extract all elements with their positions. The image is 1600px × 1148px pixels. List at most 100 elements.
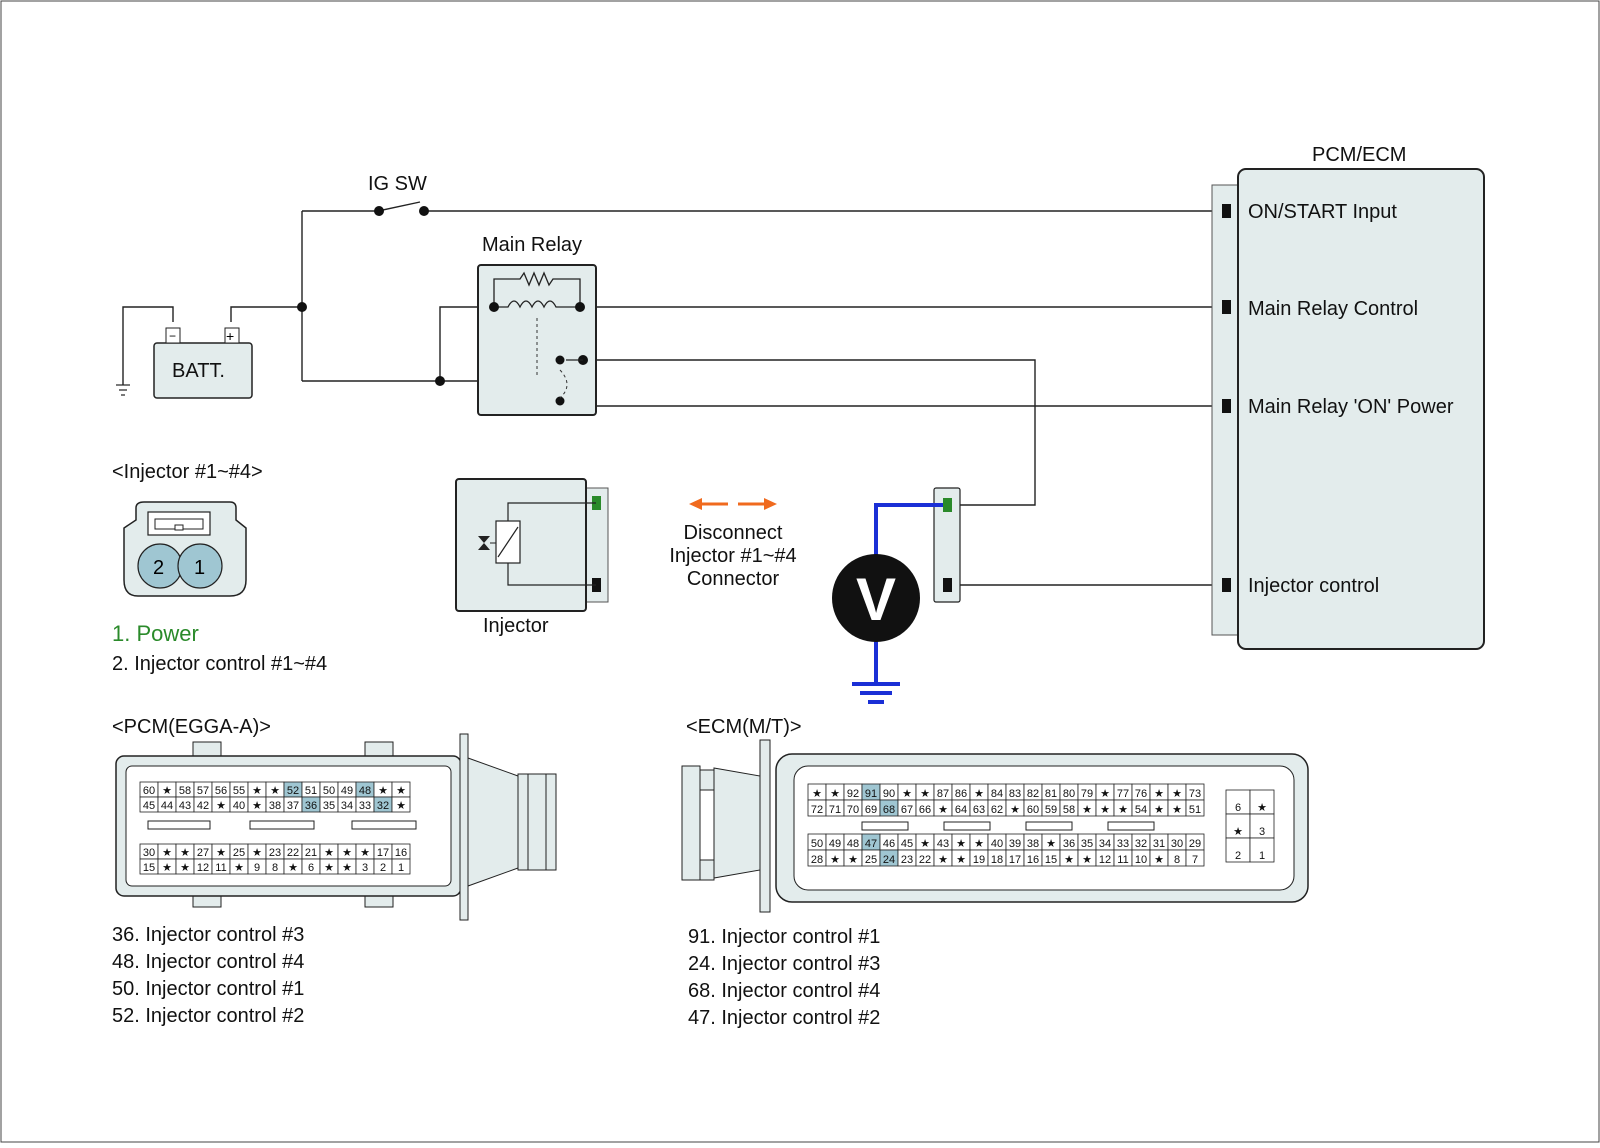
ecm-pin-number: 32 [1135,838,1147,850]
ecm-pin-number: 92 [847,788,859,800]
ecm-pin-number: 25 [865,854,877,866]
ecm-pin-number: ★ [974,838,984,850]
pcm-pin-number: 15 [143,862,155,874]
ecm-pin-number: 40 [991,838,1003,850]
ecm-pin-cell [1185,799,1205,817]
ecm-pin-number: 51 [1189,804,1201,816]
ecm-side-pin-number: ★ [1233,826,1243,838]
ecm-pin-number: 34 [1099,838,1111,850]
ecm-pin-number: 23 [901,854,913,866]
ecm-pin-cell [1185,849,1205,867]
pcm-pin-number: 35 [323,800,335,812]
ecm-pin-number: 62 [991,804,1003,816]
ecm-pin-number: 73 [1189,788,1201,800]
ecm-pin-number: 68 [883,804,895,816]
pcm-pin-number: 52 [287,785,299,797]
pcm-pin-number: 6 [308,862,314,874]
ecm-side-pin-number: 3 [1259,826,1265,838]
ecm-pin-number: 76 [1135,788,1147,800]
ecm-pin-number: ★ [902,788,912,800]
battery-plus-icon: + [226,328,234,344]
pcm-pin-number: ★ [270,785,280,797]
pcm-pin-number: 36 [305,800,317,812]
pcm-pin-number: ★ [324,862,334,874]
pcm-pin-number: ★ [234,862,244,874]
harness-power-pin [943,498,952,512]
pcm-pin-number: ★ [216,800,226,812]
ecm-pin-number: ★ [830,854,840,866]
ecm-pin-number: ★ [1010,804,1020,816]
disconnect-note-line-3: Connector [687,568,780,590]
injector-control-pin [592,578,601,592]
battery-minus-icon: − [169,329,176,343]
ecm-legend-item: 24. Injector control #3 [688,953,880,975]
injector-pin-2-desc: 2. Injector control #1~#4 [112,653,327,675]
ecm-pin-number: 17 [1009,854,1021,866]
ecm-pin-number: 38 [1027,838,1039,850]
pcm-pin-number: 16 [395,847,407,859]
pcm-pin-number: 60 [143,785,155,797]
ecm-pin-number: 10 [1135,854,1147,866]
ecm-pin-number: 18 [991,854,1003,866]
ecm-pin-number: 11 [1117,854,1128,866]
ecm-pin-number: 67 [901,804,913,816]
pcm-pin-number: ★ [378,785,388,797]
relay-contact [555,396,565,406]
pcm-pin-number: 56 [215,785,227,797]
ecm-pin-number: 63 [973,804,985,816]
pcm-pin-number: ★ [180,847,190,859]
pcm-pin-terminal [1222,204,1231,218]
ecm-pin-number: 29 [1189,838,1201,850]
pcm-pin-number: ★ [288,862,298,874]
pcm-ecm-label: PCM/ECM [1312,144,1406,166]
pcm-connector-title: <PCM(EGGA-A)> [112,716,271,738]
pcm-pin-cell [391,858,411,875]
pcm-pin-number: 21 [305,847,317,859]
pcm-pin-number: 23 [269,847,281,859]
ecm-pin-number: 15 [1045,854,1057,866]
injector-pin-1-desc: 1. Power [112,621,199,646]
pcm-pin-number: ★ [342,862,352,874]
pcm-pin-number: 43 [179,800,191,812]
pcm-pin-number: 30 [143,847,155,859]
pcm-pin-number: 51 [305,785,317,797]
pcm-pin-number: 49 [341,785,353,797]
pcm-pin-number: ★ [216,847,226,859]
ecm-pin-number: 66 [919,804,931,816]
pcm-legend-item: 50. Injector control #1 [112,978,304,1000]
disconnect-arrows-icon [689,498,777,510]
pcm-pin-number: 17 [377,847,389,859]
ecm-pin-number: ★ [1100,788,1110,800]
pcm-pin-number: 22 [287,847,299,859]
battery: − + BATT. [153,327,253,399]
ecm-pin-number: 24 [883,854,895,866]
pcm-pin-number: 33 [359,800,371,812]
ecm-pin-number: 31 [1153,838,1165,850]
pcm-pin-number: 48 [359,785,371,797]
ecm-pin-number: 33 [1117,838,1129,850]
pcm-pin-number: 40 [233,800,245,812]
ecm-side-pin-cell [1249,813,1275,839]
ecm-pin-number: 35 [1081,838,1093,850]
voltmeter: V [832,554,920,642]
ecm-pin-legend: 91. Injector control #1 24. Injector con… [688,926,880,1029]
pcm-pin-number: 8 [272,862,278,874]
ecm-pin-number: 50 [811,838,823,850]
voltmeter-symbol: V [856,566,896,633]
ecm-legend-item: 68. Injector control #4 [688,980,880,1002]
ecm-pin-number: 22 [919,854,931,866]
pcm-pin-number: 32 [377,800,389,812]
ecm-pin-number: 36 [1063,838,1075,850]
ecm-pin-number: 77 [1117,788,1129,800]
ecm-pin-number: 87 [937,788,949,800]
pcm-pin-number: ★ [252,847,262,859]
harness-control-pin [943,578,952,592]
pcm-pin-number: 1 [398,862,404,874]
ecm-pin-number: ★ [1082,854,1092,866]
injector-pin-2-number: 2 [153,557,164,579]
ecm-pin-number: 83 [1009,788,1021,800]
ecm-pin-number: 47 [865,838,877,850]
